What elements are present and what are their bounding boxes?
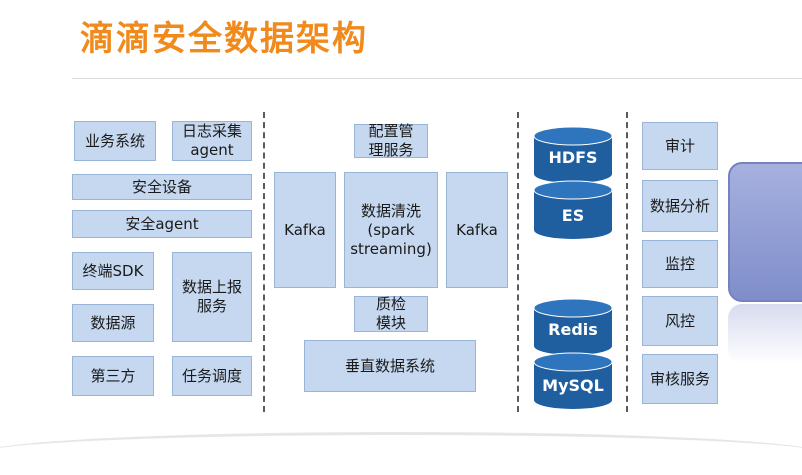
log-agent-box: 日志采集 agent xyxy=(172,121,252,161)
kafka-left-box: Kafka xyxy=(274,172,336,288)
right-edge-panel-reflection xyxy=(728,304,802,364)
data-report-service-box: 数据上报 服务 xyxy=(172,252,252,342)
data-source-box: 数据源 xyxy=(72,304,154,342)
column-separator-3 xyxy=(626,112,628,412)
hdfs-label: HDFS xyxy=(548,148,598,167)
cylinder-shape xyxy=(533,298,613,355)
data-cleaning-box: 数据清洗 (spark streaming) xyxy=(344,172,438,288)
data-analysis-box: 数据分析 xyxy=(642,180,718,232)
redis-cylinder: Redis xyxy=(533,298,613,356)
mysql-cylinder: MySQL xyxy=(533,352,613,410)
cylinder-shape xyxy=(533,126,613,183)
risk-control-box: 风控 xyxy=(642,296,718,346)
monitoring-box: 监控 xyxy=(642,240,718,288)
column-separator-1 xyxy=(263,112,265,412)
business-system-box: 业务系统 xyxy=(74,121,156,161)
right-edge-panel xyxy=(728,162,802,302)
quality-check-box: 质检 模块 xyxy=(354,295,428,332)
review-service-box: 审核服务 xyxy=(642,354,718,404)
hdfs-cylinder: HDFS xyxy=(533,126,613,184)
cylinder-shape xyxy=(533,180,613,239)
bottom-decorative-arc xyxy=(0,432,802,475)
column-separator-2 xyxy=(517,112,519,412)
title-divider xyxy=(72,78,802,79)
page-title: 滴滴安全数据架构 xyxy=(80,19,368,59)
es-label: ES xyxy=(561,206,585,225)
terminal-sdk-box: 终端SDK xyxy=(72,252,154,290)
kafka-right-box: Kafka xyxy=(446,172,508,288)
third-party-box: 第三方 xyxy=(72,356,154,396)
audit-box: 审计 xyxy=(642,122,718,170)
task-scheduling-box: 任务调度 xyxy=(172,356,252,396)
cylinder-shape xyxy=(533,352,613,409)
redis-label: Redis xyxy=(548,320,598,339)
config-management-box: 配置管 理服务 xyxy=(354,122,428,159)
security-agent-box: 安全agent xyxy=(72,210,252,238)
mysql-label: MySQL xyxy=(542,376,604,395)
security-device-box: 安全设备 xyxy=(72,174,252,200)
es-cylinder: ES xyxy=(533,180,613,240)
vertical-data-system-box: 垂直数据系统 xyxy=(304,340,476,392)
